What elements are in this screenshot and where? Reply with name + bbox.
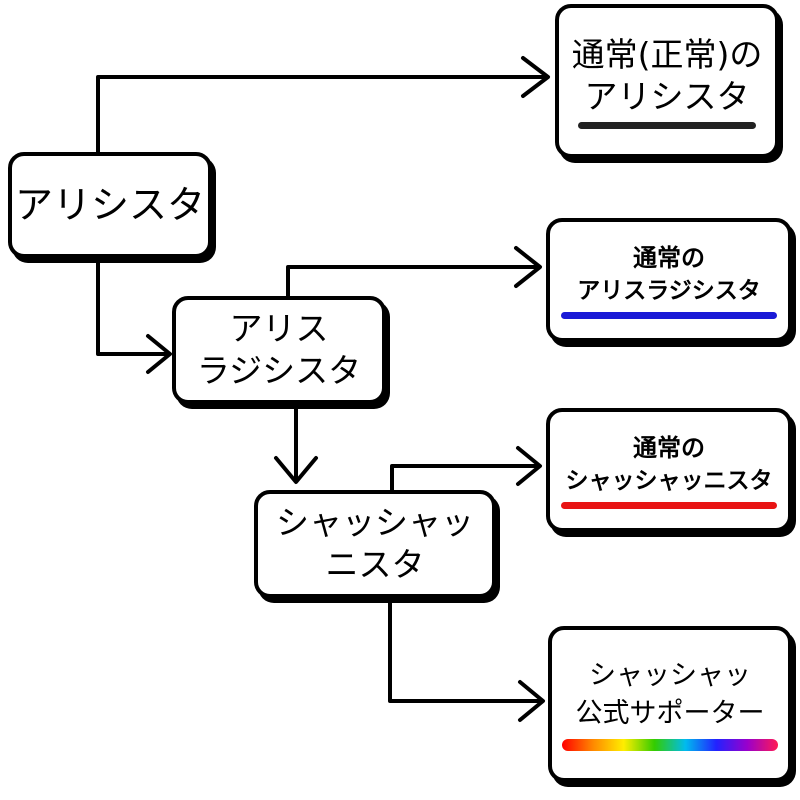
node-shaasha-line2: ニスタ (325, 545, 425, 584)
underline-blue (561, 312, 777, 319)
arrowhead-shaasha-to-normal (516, 446, 542, 486)
node-root: アリシスタ (8, 152, 212, 258)
node-alisu-rajisisuta: アリス ラジシスタ (172, 296, 386, 404)
node-normal-shaasha-line2: シャッシャッニスタ (565, 468, 773, 494)
arrow-root-to-alisu (96, 256, 170, 356)
arrow-alisu-to-normal (286, 265, 539, 300)
node-shaasha-line1: シャッシャッ (276, 503, 474, 542)
node-normal-shaasha-line1: 通常の (633, 434, 705, 462)
node-official-supporter: シャッシャッ 公式サポーター (548, 626, 792, 782)
underline-red (561, 502, 777, 509)
node-normal-alisisuta-line2: アリシスタ (584, 76, 750, 116)
node-normal-alisisuta-line1: 通常(正常)の (571, 34, 763, 74)
arrowhead-alisu-to-shaasha (274, 456, 318, 484)
node-supporter-line2: 公式サポーター (575, 698, 765, 729)
arrowhead-alisu-to-normal (514, 246, 542, 288)
node-shaasha-nisuta: シャッシャッ ニスタ (254, 490, 496, 598)
node-normal-alisisuta: 通常(正常)の アリシスタ (555, 4, 779, 158)
underline-black (578, 121, 756, 129)
arrow-root-to-normal (96, 75, 547, 154)
arrow-shaasha-to-normal (390, 464, 539, 494)
node-normal-alisu-line1: 通常の (633, 244, 705, 272)
node-supporter-line1: シャッシャッ (589, 660, 751, 691)
node-normal-alisu-line2: アリスラジシスタ (577, 278, 761, 304)
node-normal-shaasha-nisuta: 通常の シャッシャッニスタ (546, 408, 792, 532)
arrowhead-shaasha-to-supporter (518, 680, 545, 722)
node-normal-alisu-rajisisuta: 通常の アリスラジシスタ (546, 218, 792, 342)
arrow-shaasha-to-supporter (388, 594, 542, 703)
arrowhead-root-to-alisu (146, 334, 172, 374)
node-root-label: アリシスタ (14, 183, 205, 227)
node-alisu-line1: アリス (229, 309, 329, 348)
node-alisu-line2: ラジシスタ (196, 351, 362, 390)
arrowhead-root-to-normal (521, 56, 550, 98)
underline-rainbow (562, 739, 778, 751)
